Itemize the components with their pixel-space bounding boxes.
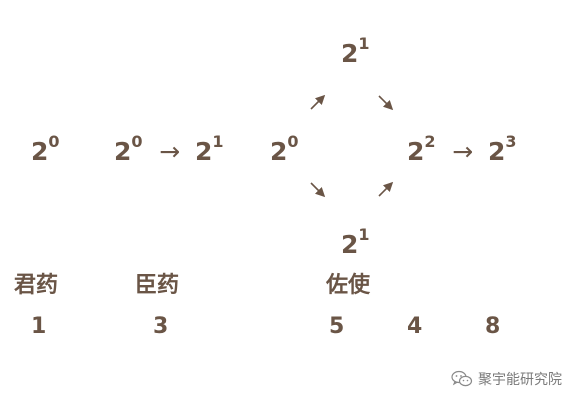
arrow-up-right-icon <box>310 94 326 110</box>
arrow-right-icon: → <box>159 137 181 166</box>
power-diamond-bottom: 21 <box>341 226 370 259</box>
power-exponent: 3 <box>505 131 517 151</box>
arrow-right-icon: → <box>452 137 474 166</box>
power-exponent: 2 <box>424 131 436 151</box>
power-base: 2 <box>487 137 506 166</box>
arrow-down-right-icon <box>310 182 326 198</box>
power-diamond-right-chain: 22 → 23 <box>407 133 516 166</box>
power-base: 2 <box>341 230 359 259</box>
label-jun: 君药 <box>14 273 59 298</box>
count-1: 1 <box>31 314 47 339</box>
power-chain-2: 20 → 21 <box>114 133 223 166</box>
power-exponent: 1 <box>358 33 370 53</box>
power-diamond-top: 21 <box>341 35 370 68</box>
power-2-0-first: 20 <box>31 133 60 166</box>
power-base: 2 <box>114 137 132 166</box>
count-8: 8 <box>485 314 501 339</box>
power-exponent: 0 <box>48 131 60 151</box>
power-diamond-left: 20 <box>270 133 299 166</box>
power-base: 2 <box>407 137 425 166</box>
power-base: 2 <box>194 137 213 166</box>
label-zuoshi: 佐使 <box>326 273 371 298</box>
power-base: 2 <box>31 137 49 166</box>
label-chen: 臣药 <box>135 273 180 298</box>
power-base: 2 <box>341 39 359 68</box>
count-3: 3 <box>153 314 169 339</box>
wechat-icon <box>451 370 473 387</box>
arrow-up-right-icon <box>378 181 394 197</box>
power-exponent: 0 <box>287 131 299 151</box>
power-exponent: 1 <box>358 224 370 244</box>
power-base: 2 <box>270 137 288 166</box>
power-exponent: 0 <box>131 131 143 151</box>
power-exponent: 1 <box>212 131 224 151</box>
count-4: 4 <box>407 314 423 339</box>
arrow-down-right-icon <box>378 95 394 111</box>
count-5: 5 <box>329 314 345 339</box>
watermark-text: 聚宇能研究院 <box>478 372 562 388</box>
